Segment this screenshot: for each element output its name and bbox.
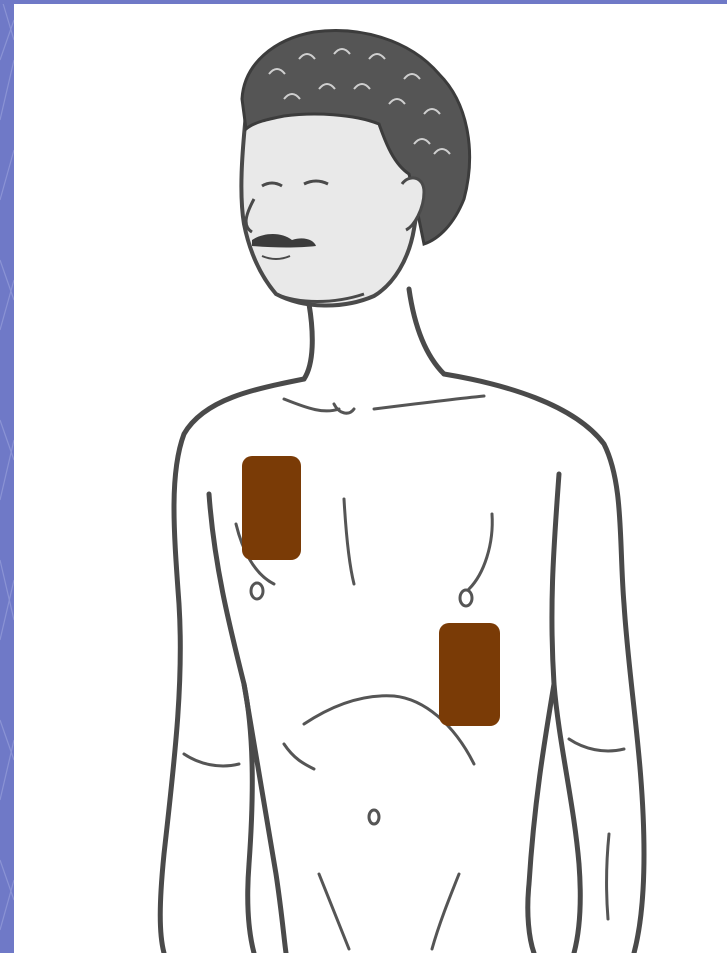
electrode-pad-lower-left-chest bbox=[439, 623, 500, 726]
electrode-pad-upper-right-chest bbox=[242, 456, 301, 560]
head bbox=[241, 31, 469, 306]
body-outline bbox=[160, 289, 644, 953]
illustration-panel bbox=[14, 4, 727, 953]
torso-illustration bbox=[14, 4, 727, 953]
